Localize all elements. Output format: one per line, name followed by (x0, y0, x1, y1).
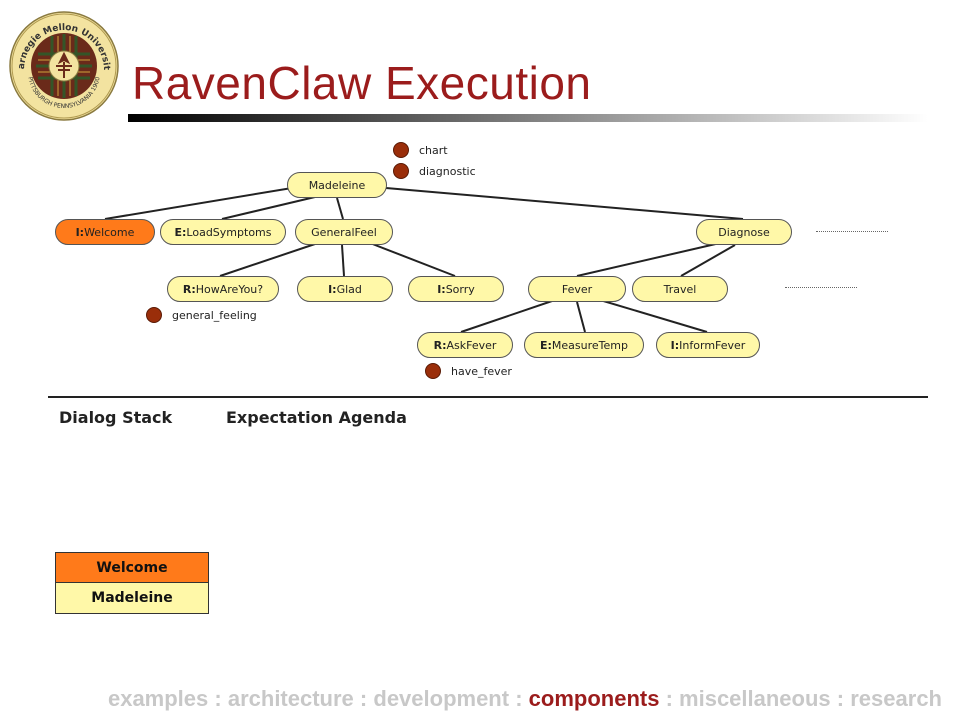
edge-generalfeel-sorry (369, 242, 456, 277)
footer-navigation: examples : architecture : development : … (108, 686, 942, 712)
nav-separator: : (214, 686, 222, 711)
node-askfever[interactable]: R:AskFever (417, 332, 513, 358)
concept-chart-label: chart (419, 143, 448, 157)
stack-item-welcome: Welcome (55, 552, 209, 583)
node-diagnose-label: Diagnose (718, 225, 770, 239)
concept-dot-icon (393, 142, 409, 158)
node-measuretemp[interactable]: E:MeasureTemp (524, 332, 644, 358)
node-welcome-prefix: I: (75, 225, 85, 239)
title-underline (128, 114, 928, 122)
node-loadsymptoms-prefix: E: (174, 225, 187, 239)
node-sorry[interactable]: I:Sorry (408, 276, 504, 302)
concept-chart: chart (393, 142, 448, 158)
nav-research[interactable]: research (850, 686, 942, 711)
expectation-agenda-heading: Expectation Agenda (226, 408, 407, 427)
nav-components[interactable]: components (528, 686, 660, 711)
node-generalfeel[interactable]: GeneralFeel (295, 219, 393, 245)
nav-architecture[interactable]: architecture (227, 686, 354, 711)
concept-general-feeling: general_feeling (146, 307, 257, 323)
nav-separator: : (515, 686, 523, 711)
section-divider (48, 396, 928, 398)
concept-dot-icon (425, 363, 441, 379)
nav-separator: : (665, 686, 673, 711)
dialog-tree-edges (104, 186, 744, 333)
edge-fever-informfever (599, 299, 708, 333)
edge-fever-measuretemp (576, 301, 586, 333)
diagnose-more-placeholder (816, 231, 888, 232)
travel-more-placeholder (785, 287, 857, 288)
node-loadsymptoms[interactable]: E:LoadSymptoms (160, 219, 286, 245)
edge-madeleine-loadsymptoms (221, 196, 316, 220)
dialog-stack-heading: Dialog Stack (59, 408, 173, 427)
node-glad-label: Glad (336, 282, 362, 296)
node-travel-label: Travel (663, 282, 697, 296)
node-fever-label: Fever (561, 282, 593, 296)
edge-diagnose-travel (680, 244, 736, 277)
node-informfever[interactable]: I:InformFever (656, 332, 760, 358)
edge-madeleine-diagnose (385, 187, 744, 220)
edge-madeleine-generalfeel (336, 197, 344, 220)
node-travel[interactable]: Travel (632, 276, 728, 302)
node-madeleine[interactable]: Madeleine (287, 172, 387, 198)
node-askfever-prefix: R: (433, 338, 447, 352)
stack-item-madeleine: Madeleine (55, 583, 209, 614)
edge-generalfeel-howareyou (219, 242, 319, 277)
node-welcome-label: Welcome (84, 225, 135, 239)
edge-fever-askfever (460, 299, 556, 333)
node-generalfeel-label: GeneralFeel (311, 225, 377, 239)
node-sorry-prefix: I: (437, 282, 446, 296)
concept-have-fever: have_fever (425, 363, 512, 379)
node-informfever-prefix: I: (670, 338, 680, 352)
concept-general-feeling-label: general_feeling (172, 308, 257, 322)
edge-generalfeel-glad (341, 244, 345, 277)
node-welcome[interactable]: I:Welcome (55, 219, 155, 245)
node-glad-prefix: I: (328, 282, 337, 296)
concept-dot-icon (146, 307, 162, 323)
dialog-stack: Welcome Madeleine (55, 552, 209, 614)
node-diagnose[interactable]: Diagnose (696, 219, 792, 245)
node-measuretemp-label: MeasureTemp (551, 338, 628, 352)
node-loadsymptoms-label: LoadSymptoms (186, 225, 272, 239)
node-sorry-label: Sorry (445, 282, 475, 296)
node-howareyou[interactable]: R:HowAreYou? (167, 276, 279, 302)
nav-development[interactable]: development (373, 686, 510, 711)
nav-miscellaneous[interactable]: miscellaneous (679, 686, 831, 711)
node-glad[interactable]: I:Glad (297, 276, 393, 302)
concept-diagnostic: diagnostic (393, 163, 476, 179)
node-measuretemp-prefix: E: (540, 338, 552, 352)
node-madeleine-label: Madeleine (308, 178, 366, 192)
edge-madeleine-welcome (104, 186, 299, 220)
node-howareyou-prefix: R: (182, 282, 196, 296)
edge-diagnose-fever (576, 242, 721, 277)
concept-dot-icon (393, 163, 409, 179)
cmu-seal-logo: Carnegie Mellon University PITTSBURGH PE… (8, 10, 119, 121)
node-howareyou-label: HowAreYou? (195, 282, 264, 296)
node-informfever-label: InformFever (679, 338, 746, 352)
nav-separator: : (836, 686, 845, 711)
node-fever[interactable]: Fever (528, 276, 626, 302)
concept-have-fever-label: have_fever (451, 364, 512, 378)
nav-separator: : (359, 686, 368, 711)
slide-title: RavenClaw Execution (132, 57, 592, 109)
concept-diagnostic-label: diagnostic (419, 164, 476, 178)
nav-examples[interactable]: examples (107, 686, 209, 711)
node-askfever-label: AskFever (446, 338, 497, 352)
